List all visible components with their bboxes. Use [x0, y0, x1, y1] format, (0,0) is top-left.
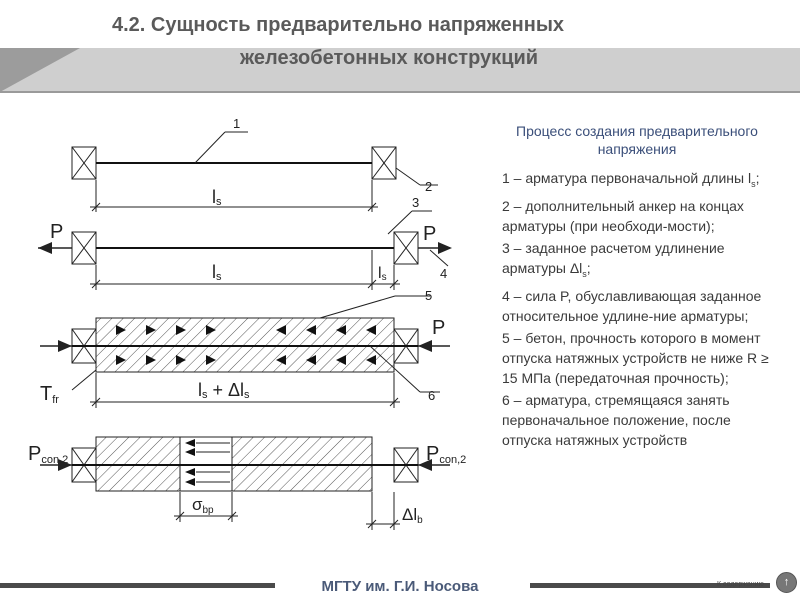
header-bevel — [0, 48, 80, 92]
legend-item-6: 6 – арматура, стремящаяся занять первона… — [502, 391, 731, 448]
page-title-line2: железобетонных конструкций — [240, 47, 539, 69]
legend-item-2: 2 – дополнительный анкер на концах армат… — [502, 197, 744, 234]
callout-1: 1 — [233, 116, 240, 131]
callout-4: 4 — [440, 266, 447, 281]
label-ls-small: ls — [378, 265, 387, 283]
footer-bar-right — [530, 583, 770, 588]
row2-rebar-tensioned: P P ls ls 3 4 — [38, 195, 452, 290]
label-P-left: P — [50, 221, 63, 243]
label-dlb: Δlb — [402, 505, 423, 526]
label-Pcon-right: Pcon,2 — [426, 443, 466, 466]
row3-concrete-casting: P ls + Δls Tfr 5 6 — [40, 288, 450, 408]
footer-bar-left — [0, 583, 275, 588]
footer-text: МГТУ им. Г.И. Носова — [321, 578, 479, 595]
label-ls: ls — [212, 187, 222, 208]
label-ls: ls — [212, 262, 222, 283]
legend-item-4: 4 – сила P, обуславливающая заданное отн… — [502, 287, 762, 324]
label-P-right: P — [432, 317, 445, 339]
callout-2: 2 — [425, 179, 432, 194]
up-arrow-icon[interactable]: ↑ — [776, 572, 797, 593]
legend-item-5: 5 – бетон, прочность которого в момент о… — [502, 329, 769, 386]
label-Tfr: Tfr — [40, 383, 59, 406]
callout-3: 3 — [412, 195, 419, 210]
prestress-diagram: ls 1 2 P P ls ls 3 4 — [28, 116, 466, 530]
panel-title: Процесс создания предварительного напряж… — [516, 123, 758, 157]
header-divider — [0, 91, 800, 93]
nav-label[interactable]: К содержанию — [717, 581, 764, 588]
header-bar — [0, 48, 800, 92]
legend-item-3: 3 – заданное расчетом удлинение арматуры… — [502, 239, 725, 279]
row4-released-element: Pcon,2 Pcon,2 σbp Δlb — [28, 436, 466, 530]
page-title-line1: 4.2. Сущность предварительно напряженных — [112, 14, 565, 36]
label-ls-plus-dls: ls + Δls — [198, 380, 250, 401]
callout-5: 5 — [425, 288, 432, 303]
label-P-right: P — [423, 223, 436, 245]
row1-rebar-initial: ls 1 2 — [71, 116, 438, 212]
label-sigma-bp: σbp — [192, 495, 214, 516]
legend-panel: Процесс создания предварительного напряж… — [502, 122, 772, 452]
callout-6: 6 — [428, 388, 435, 403]
label-Pcon-left: Pcon,2 — [28, 443, 68, 466]
legend-item-1: 1 – арматура первоначальной длины ls; — [502, 170, 760, 189]
